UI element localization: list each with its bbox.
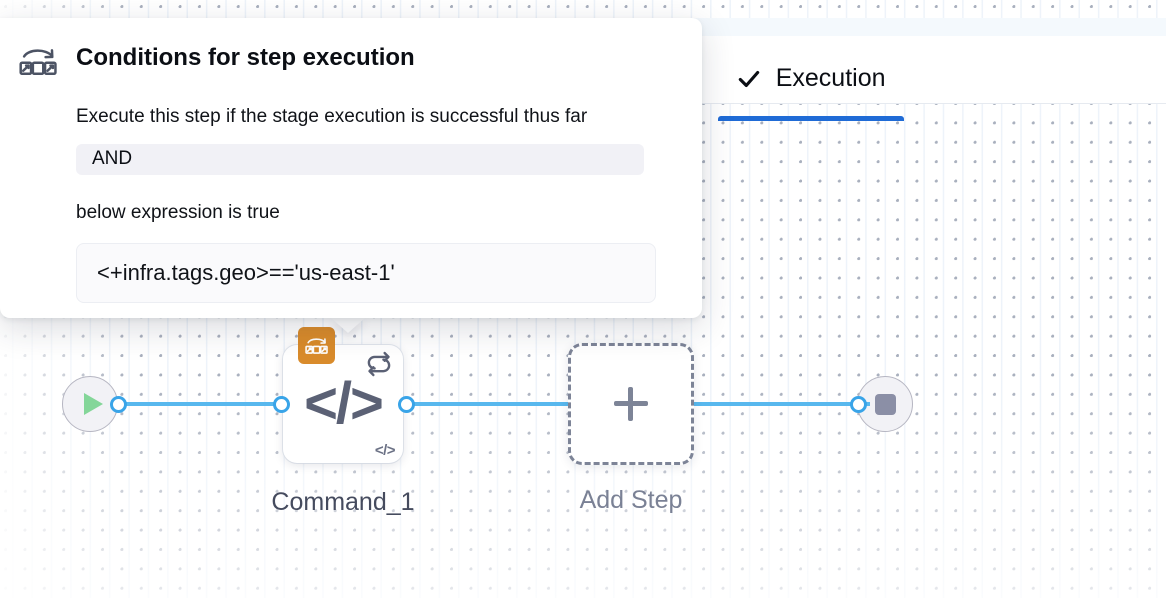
- stop-icon: [874, 393, 896, 415]
- popup-body: Execute this step if the stage execution…: [16, 105, 656, 304]
- tab-execution[interactable]: Execution: [708, 36, 914, 121]
- edge-start-to-step: [118, 402, 294, 406]
- pipeline-start-node[interactable]: [62, 376, 118, 432]
- command-step-icon: [16, 44, 60, 80]
- step-node-mini-code-icon: </>: [374, 442, 396, 459]
- edge-addstep-to-end: [690, 402, 870, 406]
- condition-operator-value: AND: [92, 148, 133, 170]
- port-step-out[interactable]: [398, 396, 415, 413]
- add-step-button[interactable]: [568, 343, 694, 465]
- popup-header: Conditions for step execution: [16, 40, 656, 80]
- popup-arrow: [330, 317, 366, 333]
- port-step-in[interactable]: [273, 396, 290, 413]
- popup-title: Conditions for step execution: [76, 44, 415, 71]
- tab-execution-label: Execution: [775, 64, 886, 92]
- port-start-out[interactable]: [110, 396, 127, 413]
- play-icon: [83, 393, 103, 415]
- step-node-label: Command_1: [271, 488, 415, 516]
- condition-expression-field: <+infra.tags.geo>=='us-east-1': [76, 243, 656, 304]
- port-end-in[interactable]: [850, 396, 867, 413]
- popup-condition-line-2: below expression is true: [76, 201, 280, 223]
- popup-condition-line-1: Execute this step if the stage execution…: [76, 106, 588, 127]
- plus-icon: [614, 387, 648, 421]
- step-conditional-execution-popup: Conditions for step execution Execute th…: [0, 18, 702, 318]
- add-step-label: Add Step: [579, 486, 683, 514]
- condition-expression-value: <+infra.tags.geo>=='us-east-1': [97, 260, 395, 286]
- step-node-command-1[interactable]: </> </>: [283, 327, 403, 463]
- check-icon: [736, 66, 762, 92]
- edge-step-to-addstep: [400, 402, 586, 406]
- step-node-code-glyph: </>: [304, 371, 384, 436]
- condition-operator-field: AND: [76, 143, 644, 175]
